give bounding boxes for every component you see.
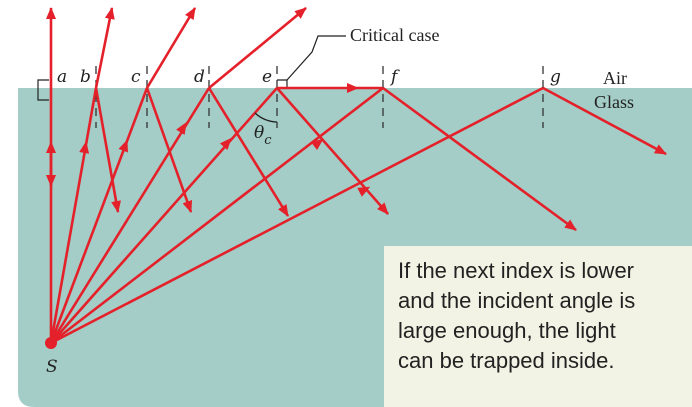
critical-angle-label: θc [254, 123, 272, 148]
ray-label-d: d [194, 67, 205, 87]
ray-label-c: c [131, 67, 141, 87]
incident-arrowheads [79, 122, 371, 197]
note-line: If the next index is lower [398, 258, 635, 283]
note-line: large enough, the light [398, 318, 616, 343]
note-line: can be trapped inside. [398, 348, 615, 373]
source-label: S [46, 357, 58, 377]
source-point [45, 337, 57, 349]
critical-case-leader [286, 35, 346, 81]
medium-glass-label: Glass [594, 92, 634, 112]
ray-label-f: f [389, 67, 400, 87]
light-rays [46, 6, 667, 345]
critical-angle-arc [254, 112, 278, 123]
note-line: and the incident angle is [398, 288, 636, 313]
ray-label-g: g [550, 67, 561, 87]
ray-label-e: e [262, 67, 272, 87]
critical-case-label: Critical case [350, 25, 439, 45]
ray-labels: a b c d e f g [57, 67, 561, 87]
explanation-note: If the next index is lower and the incid… [384, 246, 692, 407]
ray-label-b: b [80, 67, 91, 87]
surface-normals [95, 66, 544, 128]
ray-label-a: a [57, 67, 67, 87]
medium-air-label: Air [603, 68, 627, 88]
